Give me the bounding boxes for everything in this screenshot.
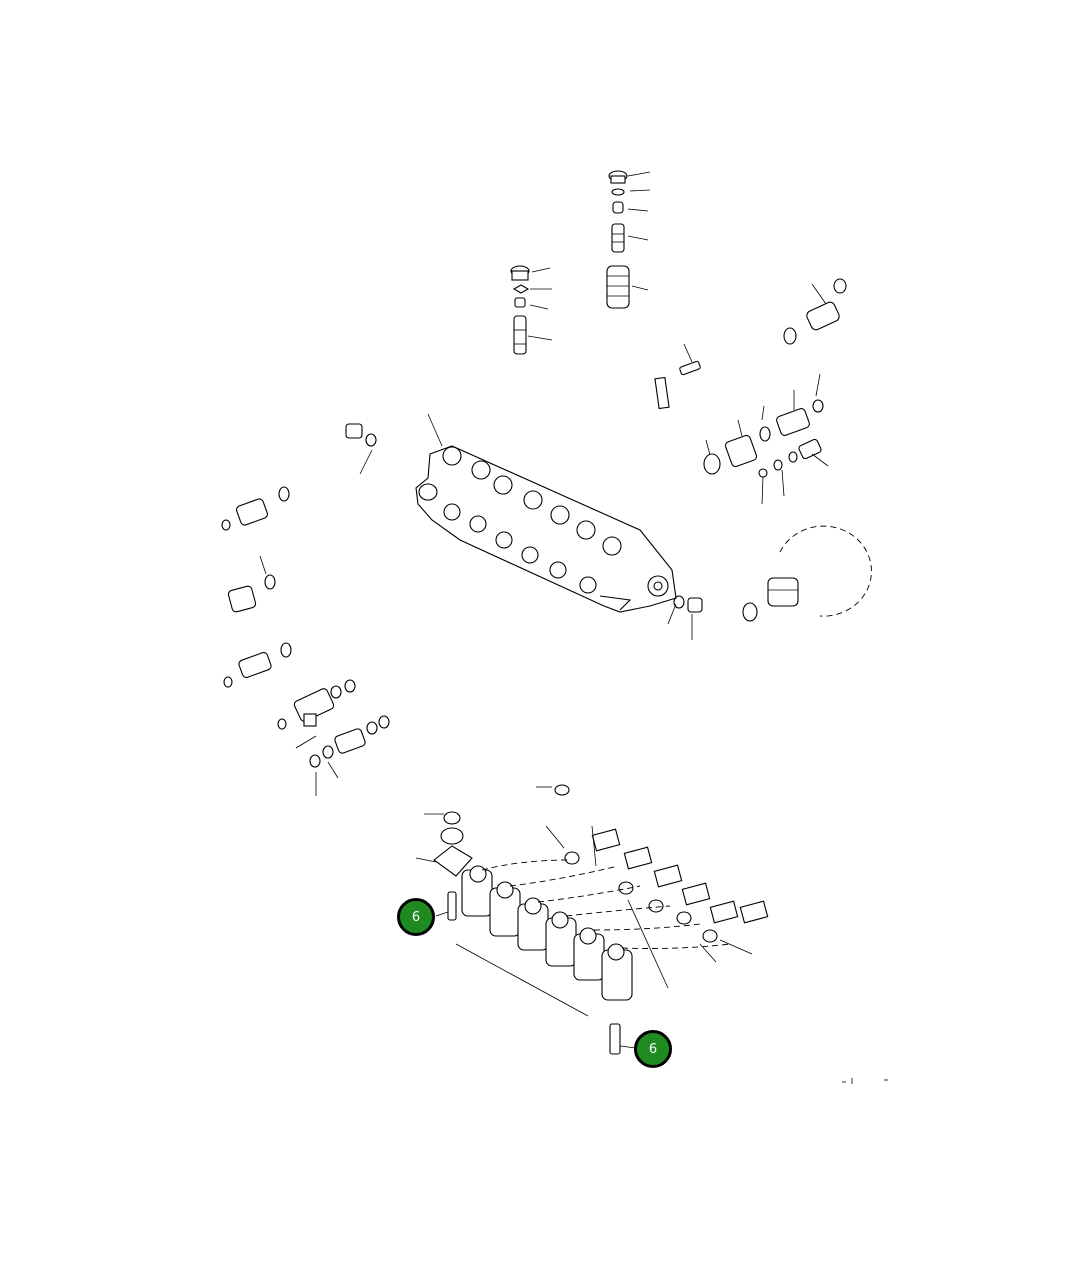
plug-bottom [667, 595, 703, 640]
control-valve-body [415, 413, 677, 613]
fittings-upper-right [654, 278, 847, 505]
fittings-left [221, 486, 390, 796]
callout-6-lower[interactable]: 6 [634, 1030, 672, 1068]
solenoid-assembly [415, 784, 888, 1084]
detail-view [742, 525, 872, 622]
relief-valve-stack-left [510, 265, 553, 355]
callout-6-upper[interactable]: 6 [397, 898, 435, 936]
callout-leader-2 [619, 1045, 637, 1049]
relief-valve-stack-right [606, 170, 651, 309]
plug-left [345, 423, 377, 475]
callout-leader-1 [435, 911, 449, 917]
